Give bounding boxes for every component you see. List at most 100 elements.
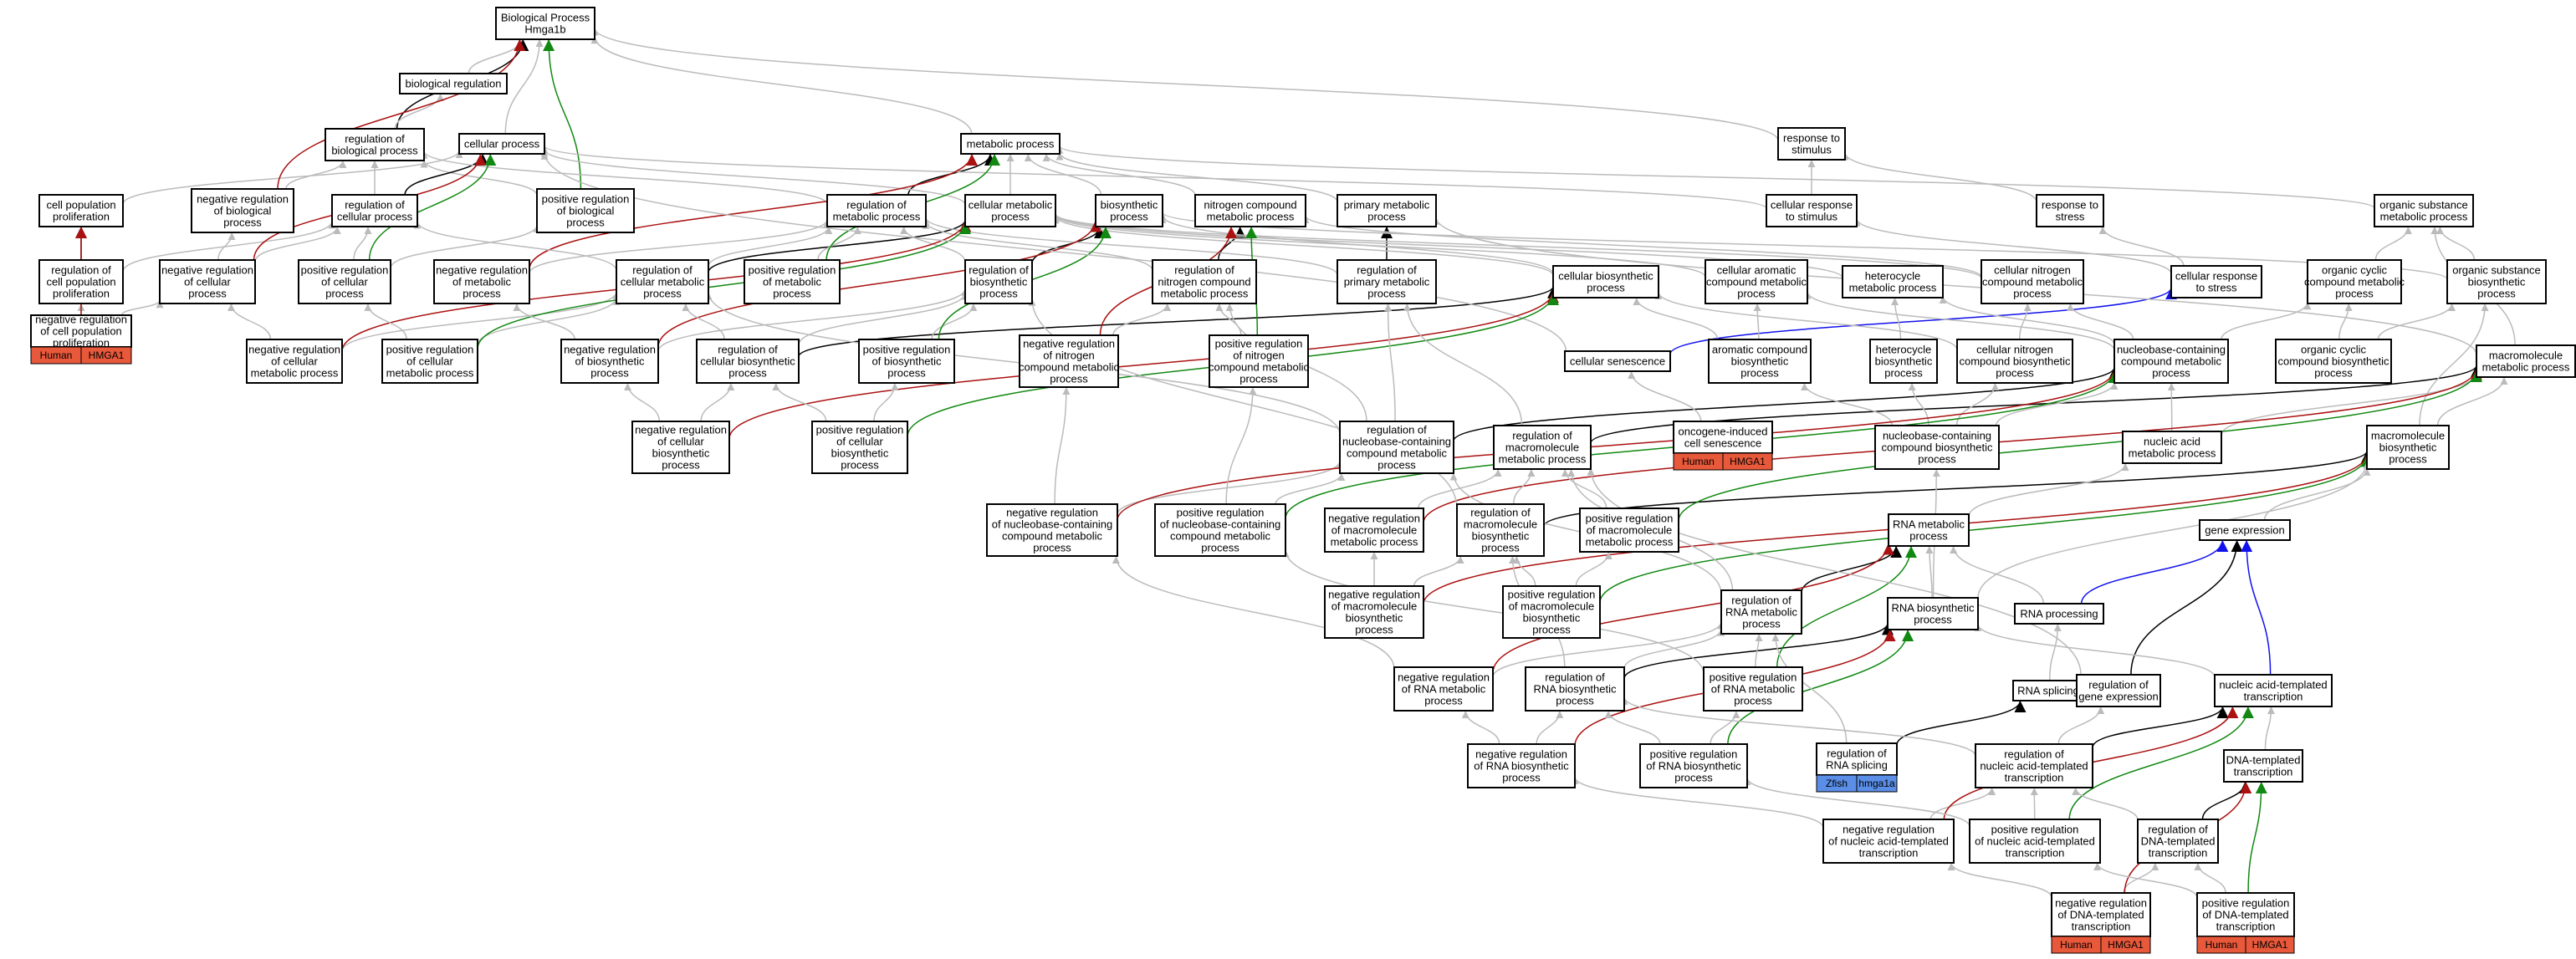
edge-is-a <box>254 226 341 263</box>
edge-is-a <box>1633 297 1719 340</box>
term-label-line: regulation of <box>1470 507 1531 519</box>
term-box <box>1324 585 1424 639</box>
edge-is-a <box>922 221 1153 271</box>
term-label-line: cellular nitrogen <box>1976 344 2053 356</box>
edge-positive <box>1599 455 2373 603</box>
go-term-rna-splicing[interactable]: RNA splicing <box>2012 680 2084 701</box>
edge-is-a <box>624 382 661 422</box>
term-label-line: process <box>2314 367 2353 380</box>
edge-is-a <box>2167 382 2175 432</box>
go-term-cellular-senescence[interactable]: cellular senescence <box>1564 350 1671 372</box>
edge-positive <box>543 38 582 190</box>
edge-is-a <box>1995 381 2119 426</box>
go-term-reg-nucleobase[interactable]: regulation ofnucleobase-containingcompou… <box>1339 421 1454 474</box>
term-label-line: cellular response <box>1771 199 1853 212</box>
go-term-gene-expression[interactable]: gene expression <box>2199 519 2291 541</box>
go-term-reg-macromolecule-bio[interactable]: regulation ofmacromoleculebiosyntheticpr… <box>1456 503 1545 557</box>
term-label-line: proliferation <box>53 211 110 223</box>
term-label-line: metabolic process <box>386 367 474 380</box>
go-term-rna-processing[interactable]: RNA processing <box>2014 603 2104 625</box>
go-term-metabolic-process[interactable]: metabolic process <box>960 133 1061 155</box>
go-term-bio-reg[interactable]: biological regulation <box>399 73 508 94</box>
go-term-cellular-process[interactable]: cellular process <box>458 133 545 155</box>
